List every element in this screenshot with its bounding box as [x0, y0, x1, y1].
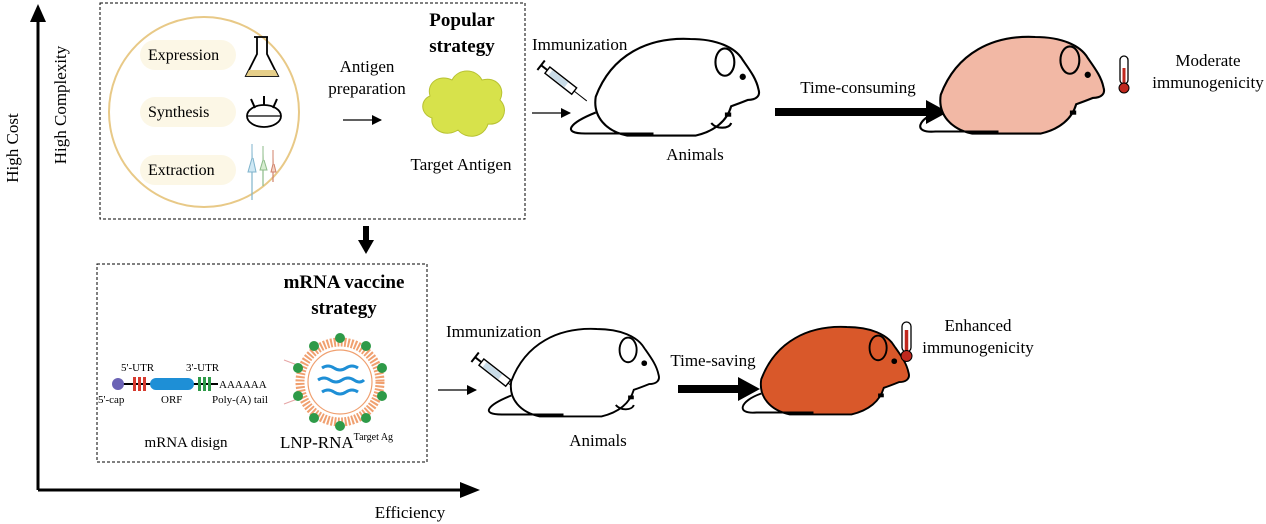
orf-label: ORF — [161, 394, 182, 406]
target-antigen-label: Target Antigen — [411, 155, 512, 174]
y-axis-arrowhead — [30, 4, 46, 22]
mrna-strategy-box: mRNA vaccine strategy 5'-UTR 3'-UTR AAAA… — [96, 263, 428, 463]
target-antigen-blob — [422, 70, 505, 137]
popular-immunization-label: Immunization — [532, 35, 628, 54]
cap-icon — [112, 378, 124, 390]
popular-title-line1: Popular — [429, 10, 495, 31]
method-extraction: Extraction — [148, 162, 215, 179]
method-synthesis: Synthesis — [148, 104, 209, 121]
x-axis-label: Efficiency — [375, 503, 446, 522]
moderate-line2: immunogenicity — [1152, 73, 1264, 92]
enhanced-line2: immunogenicity — [922, 338, 1034, 357]
utr5-block — [133, 377, 146, 391]
utr5-label: 5'-UTR — [121, 362, 155, 374]
y-axis-outer-label: High Cost — [3, 113, 22, 183]
y-axis-inner-label: High Complexity — [51, 45, 70, 164]
cap-label: 5'-cap — [98, 394, 125, 406]
antigen-source-circle — [108, 16, 300, 208]
lnp-particle-icon — [283, 333, 387, 431]
enhanced-line1: Enhanced — [944, 316, 1012, 335]
time-saving-arrow — [678, 377, 760, 401]
popular-strategy-box: Expression Synthesis Extraction Ant — [99, 2, 526, 220]
method-expression: Expression — [148, 47, 219, 64]
syringe-icon — [536, 59, 588, 102]
mrna-animals-label: Animals — [569, 431, 627, 450]
down-arrow — [358, 226, 374, 254]
antigen-preparation-line2: preparation — [328, 79, 406, 98]
popular-animals-label: Animals — [666, 145, 724, 164]
mouse-icon-moderate — [919, 35, 1106, 135]
orf-block — [150, 378, 194, 390]
mouse-icon-mrna — [487, 327, 660, 418]
axes: High Cost High Complexity Efficiency — [3, 4, 480, 522]
mouse-icon-popular — [569, 37, 761, 137]
round-flask-icon — [246, 96, 282, 128]
mrna-title-line1: mRNA vaccine — [284, 272, 405, 293]
utr3-label: 3'-UTR — [186, 362, 220, 374]
time-consuming-label: Time-consuming — [800, 78, 916, 97]
lnp-superscript: Target Ag — [354, 432, 393, 443]
separatory-funnel-icon — [247, 144, 277, 200]
mrna-immunization-label: Immunization — [446, 322, 542, 341]
moderate-line1: Moderate — [1175, 51, 1240, 70]
polya-tail-label: Poly-(A) tail — [212, 394, 268, 406]
thermometer-icon-moderate — [1118, 55, 1130, 94]
mrna-design-label: mRNA disign — [145, 435, 228, 451]
mrna-title-line2: strategy — [311, 298, 377, 319]
thermometer-icon-enhanced — [900, 321, 913, 362]
polya-sequence: AAAAAA — [219, 379, 267, 391]
antigen-preparation-line1: Antigen — [340, 57, 395, 76]
x-axis-arrowhead — [460, 482, 480, 498]
flask-icon — [244, 36, 280, 77]
utr3-block — [198, 377, 211, 391]
time-saving-label: Time-saving — [670, 351, 756, 370]
mouse-icon-enhanced — [741, 325, 910, 416]
popular-title-line2: strategy — [429, 36, 495, 57]
lnp-label: LNP-RNATarget Ag — [280, 432, 393, 452]
